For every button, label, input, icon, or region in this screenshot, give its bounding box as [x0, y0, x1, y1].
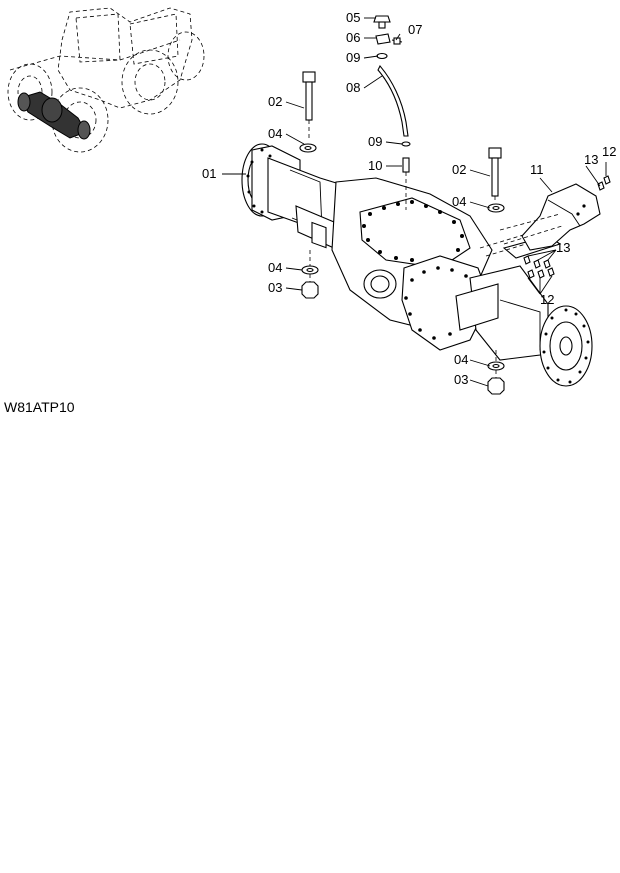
- drawing-code: W81ATP10: [4, 399, 75, 415]
- callout-04-upper-left: 04: [268, 126, 282, 141]
- callout-01: 01: [202, 166, 216, 181]
- callout-13-top: 13: [584, 152, 598, 167]
- nut-right: [487, 370, 505, 395]
- callout-03-left: 03: [268, 280, 282, 295]
- washer-lower-left: [301, 250, 319, 275]
- axle-housing: [241, 143, 593, 387]
- washer-upper-left: [299, 143, 317, 153]
- callout-10: 10: [368, 158, 382, 173]
- breather-fitting: [402, 157, 410, 173]
- right-flange-bolt-holes: [542, 308, 590, 384]
- mounting-bolt-left: [302, 71, 316, 140]
- callout-02-right: 02: [452, 162, 466, 177]
- callout-12-top: 12: [602, 144, 616, 159]
- nut-left: [301, 274, 319, 299]
- washer-top: [376, 52, 388, 60]
- callout-02-left: 02: [268, 94, 282, 109]
- callout-06: 06: [346, 30, 360, 45]
- bracket: [499, 183, 601, 251]
- callout-08: 08: [346, 80, 360, 95]
- breather-cap: [373, 15, 391, 23]
- mounting-bolt-right: [488, 147, 502, 200]
- leader-lines: [222, 17, 607, 387]
- callout-11: 11: [530, 162, 544, 177]
- breather-assembly: [373, 15, 411, 210]
- callout-13-mid: 13: [556, 240, 570, 255]
- callout-07: 07: [408, 22, 422, 37]
- washer-lower-right: [487, 350, 505, 371]
- callout-05: 05: [346, 10, 360, 25]
- callout-04-lower-right: 04: [454, 352, 468, 367]
- callout-12-low: 12: [540, 292, 554, 307]
- callout-09-top: 09: [346, 50, 360, 65]
- bracket-bolts: [523, 175, 611, 279]
- callout-09-mid: 09: [368, 134, 382, 149]
- breather-hose: [377, 65, 409, 137]
- breather-block: [375, 33, 391, 45]
- callout-04-lower-left: 04: [268, 260, 282, 275]
- callout-03-right: 03: [454, 372, 468, 387]
- washer-upper-right: [487, 203, 505, 213]
- differential-cover: [359, 197, 471, 269]
- machine-overview-thumbnail: [7, 7, 205, 153]
- callout-04-upper-right: 04: [452, 194, 466, 209]
- callout-labels: 01 02 04 04 03 05 06 07 09 08 09 10 02 0…: [202, 10, 616, 387]
- washer-mid: [401, 141, 411, 147]
